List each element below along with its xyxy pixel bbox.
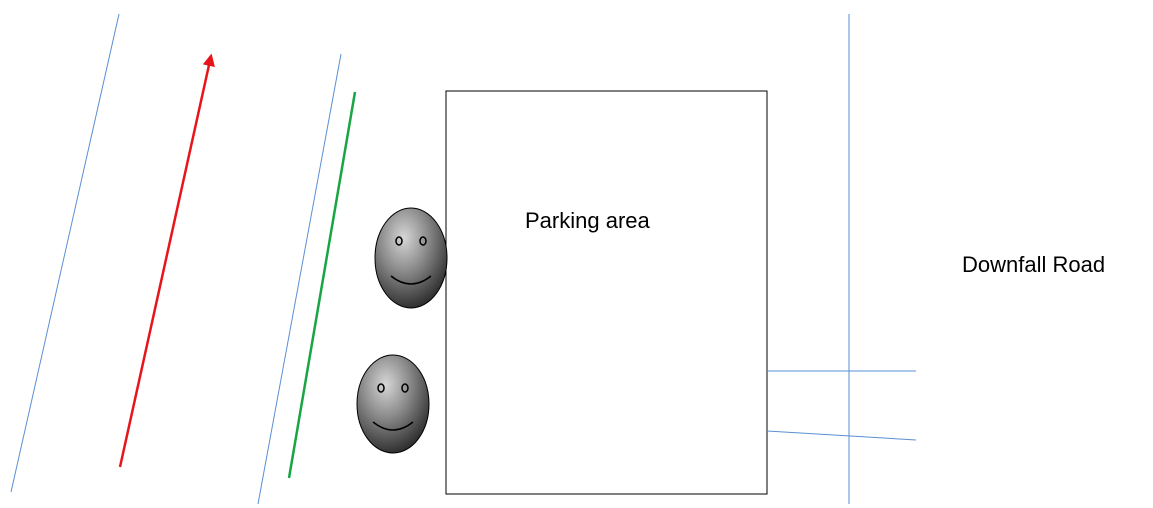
person-smiley-icon bbox=[374, 207, 448, 309]
left-road-edge-line bbox=[10, 13, 120, 493]
entrance-line-lower bbox=[766, 430, 917, 441]
parking-area-label: Parking area bbox=[525, 208, 651, 233]
traffic-direction-arrow bbox=[118, 53, 215, 468]
parking-area-box bbox=[445, 90, 768, 495]
person-smiley-icon bbox=[356, 354, 430, 454]
green-curb-line bbox=[287, 91, 357, 479]
middle-road-edge-line bbox=[257, 53, 342, 505]
road-name-label: Downfall Road bbox=[962, 252, 1105, 277]
